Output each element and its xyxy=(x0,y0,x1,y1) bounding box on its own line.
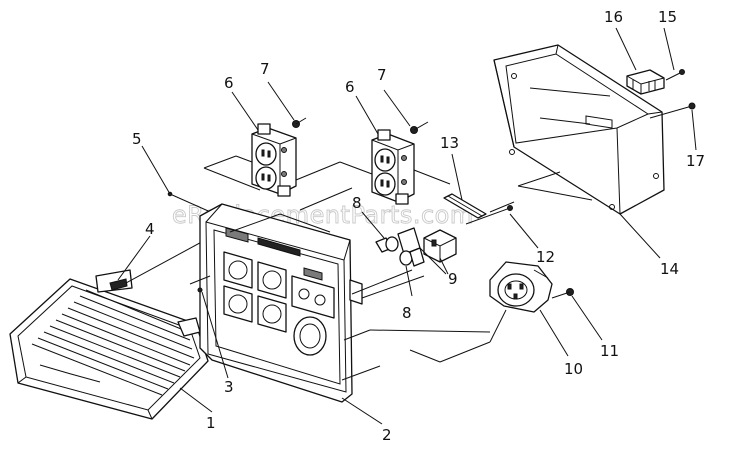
label-11: 11 xyxy=(600,342,619,360)
label-7-right: 7 xyxy=(377,66,387,84)
screw-15 xyxy=(665,69,685,81)
breaker-8-lower xyxy=(399,247,425,267)
label-4: 4 xyxy=(145,220,155,238)
screw-17 xyxy=(649,102,696,119)
cover-flap xyxy=(9,269,209,420)
small-block-part xyxy=(626,69,665,95)
label-12: 12 xyxy=(536,248,555,266)
panel-fastener xyxy=(197,287,203,293)
label-8-lower: 8 xyxy=(402,304,412,322)
label-3: 3 xyxy=(224,378,234,396)
nut-11 xyxy=(551,288,574,299)
label-15: 15 xyxy=(658,8,677,26)
label-5: 5 xyxy=(132,130,142,148)
label-8-upper: 8 xyxy=(352,194,362,212)
label-16: 16 xyxy=(604,8,623,26)
part-number-labels: 1 2 3 4 5 6 6 7 7 8 8 9 10 11 12 13 14 1… xyxy=(132,8,705,444)
screw-12 xyxy=(465,205,513,225)
front-control-panel xyxy=(199,203,363,403)
twist-lock-receptacle xyxy=(489,261,553,313)
switch-part xyxy=(423,229,457,263)
duplex-outlet-left xyxy=(251,123,297,197)
label-6-left: 6 xyxy=(224,74,234,92)
rod-part xyxy=(443,193,487,219)
rear-housing-box xyxy=(493,44,665,215)
label-9: 9 xyxy=(448,270,458,288)
label-10: 10 xyxy=(564,360,583,378)
nut-7-right xyxy=(410,121,429,134)
nut-7-left xyxy=(292,117,307,128)
label-1: 1 xyxy=(206,414,216,432)
label-6-right: 6 xyxy=(345,78,355,96)
label-2: 2 xyxy=(382,426,392,444)
label-14: 14 xyxy=(660,260,679,278)
leader-lines xyxy=(117,27,697,425)
breaker-8-upper xyxy=(375,227,421,255)
duplex-outlet-right xyxy=(371,129,415,205)
assembly-outline-lines xyxy=(189,155,593,381)
label-17: 17 xyxy=(686,152,705,170)
label-13: 13 xyxy=(440,134,459,152)
label-7-left: 7 xyxy=(260,60,270,78)
